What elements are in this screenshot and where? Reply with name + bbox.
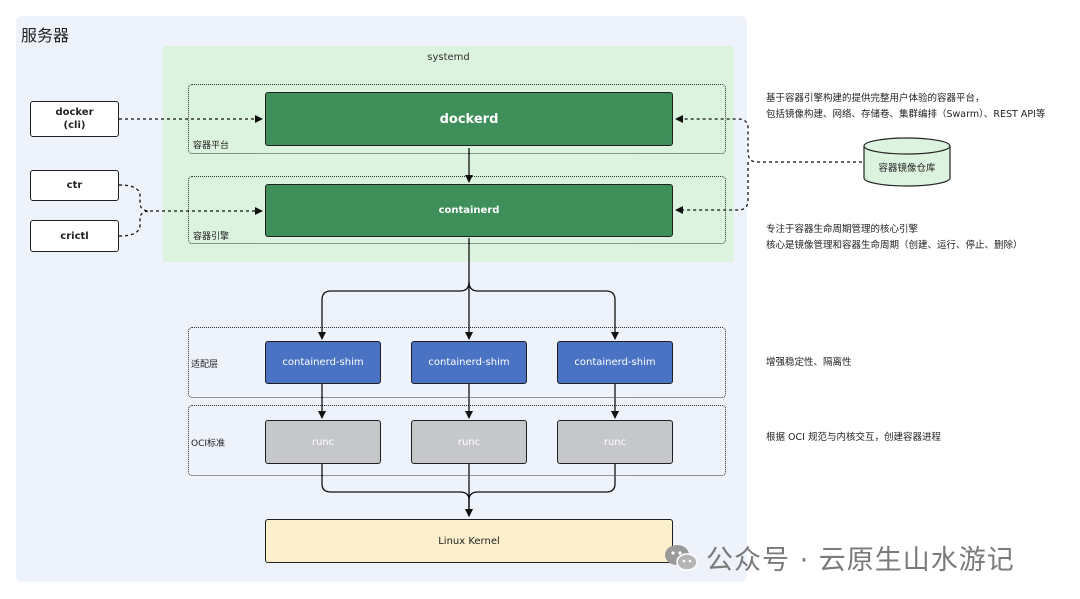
- runc-box: runc: [411, 420, 527, 464]
- engine-note: 专注于容器生命周期管理的核心引擎 核心是镜像管理和容器生命周期（创建、运行、停止…: [766, 222, 1023, 254]
- arrow-registry-dockerd: [675, 115, 862, 163]
- containerd-shim-box: containerd-shim: [265, 341, 381, 384]
- watermark: 公众号 · 云原生山水游记: [664, 538, 1015, 577]
- runc-box: runc: [557, 420, 673, 464]
- containerd-shim-box: containerd-shim: [557, 341, 673, 384]
- engine-note-line1: 专注于容器生命周期管理的核心引擎: [766, 224, 919, 235]
- platform-layer: [188, 84, 726, 154]
- arrow-crictl-containerd: [118, 210, 151, 237]
- platform-layer-label: 容器平台: [193, 141, 230, 151]
- adapter-layer-label: 适配层: [191, 360, 219, 370]
- docker-cli-label: docker: [55, 107, 94, 118]
- platform-note-line2: 包括镜像构建、网络、存储卷、集群编排（Swarm）、REST API等: [766, 109, 1046, 120]
- platform-note: 基于容器引擎构建的提供完整用户体验的容器平台， 包括镜像构建、网络、存储卷、集群…: [766, 91, 1045, 123]
- oci-note: 根据 OCI 规范与内核交互，创建容器进程: [766, 432, 941, 443]
- watermark-text: 公众号 · 云原生山水游记: [706, 545, 1015, 576]
- oci-layer-label: OCI标准: [191, 439, 226, 449]
- arrow-containerd-shims: [318, 238, 470, 340]
- dockerd-box: dockerd: [265, 92, 673, 146]
- ctr-box: ctr: [30, 170, 119, 201]
- containerd-box: containerd: [265, 184, 673, 237]
- arrow-runc-kernel: [321, 464, 473, 517]
- linux-kernel-box: Linux Kernel: [265, 519, 673, 563]
- wechat-icon: [665, 544, 698, 571]
- docker-cli-sublabel: (cli): [63, 120, 86, 131]
- systemd-label: systemd: [427, 52, 470, 63]
- arrow-registry-containerd: [675, 162, 749, 214]
- containerd-shim-box: containerd-shim: [411, 341, 527, 384]
- adapter-layer: [188, 327, 726, 398]
- docker-cli-box: docker (cli): [30, 101, 119, 137]
- platform-note-line1: 基于容器引擎构建的提供完整用户体验的容器平台，: [766, 93, 985, 104]
- registry-cylinder: [863, 137, 951, 187]
- registry-label: 容器镜像仓库: [878, 163, 936, 174]
- engine-note-line2: 核心是镜像管理和容器生命周期（创建、运行、停止、删除）: [766, 240, 1023, 251]
- arrow-ctr-containerd: [118, 184, 263, 215]
- runc-box: runc: [265, 420, 381, 464]
- engine-layer-label: 容器引擎: [193, 232, 230, 242]
- adapter-note: 增强稳定性、隔离性: [766, 357, 852, 368]
- oci-layer: [188, 405, 726, 476]
- crictl-box: crictl: [30, 220, 119, 252]
- server-title: 服务器: [21, 26, 70, 45]
